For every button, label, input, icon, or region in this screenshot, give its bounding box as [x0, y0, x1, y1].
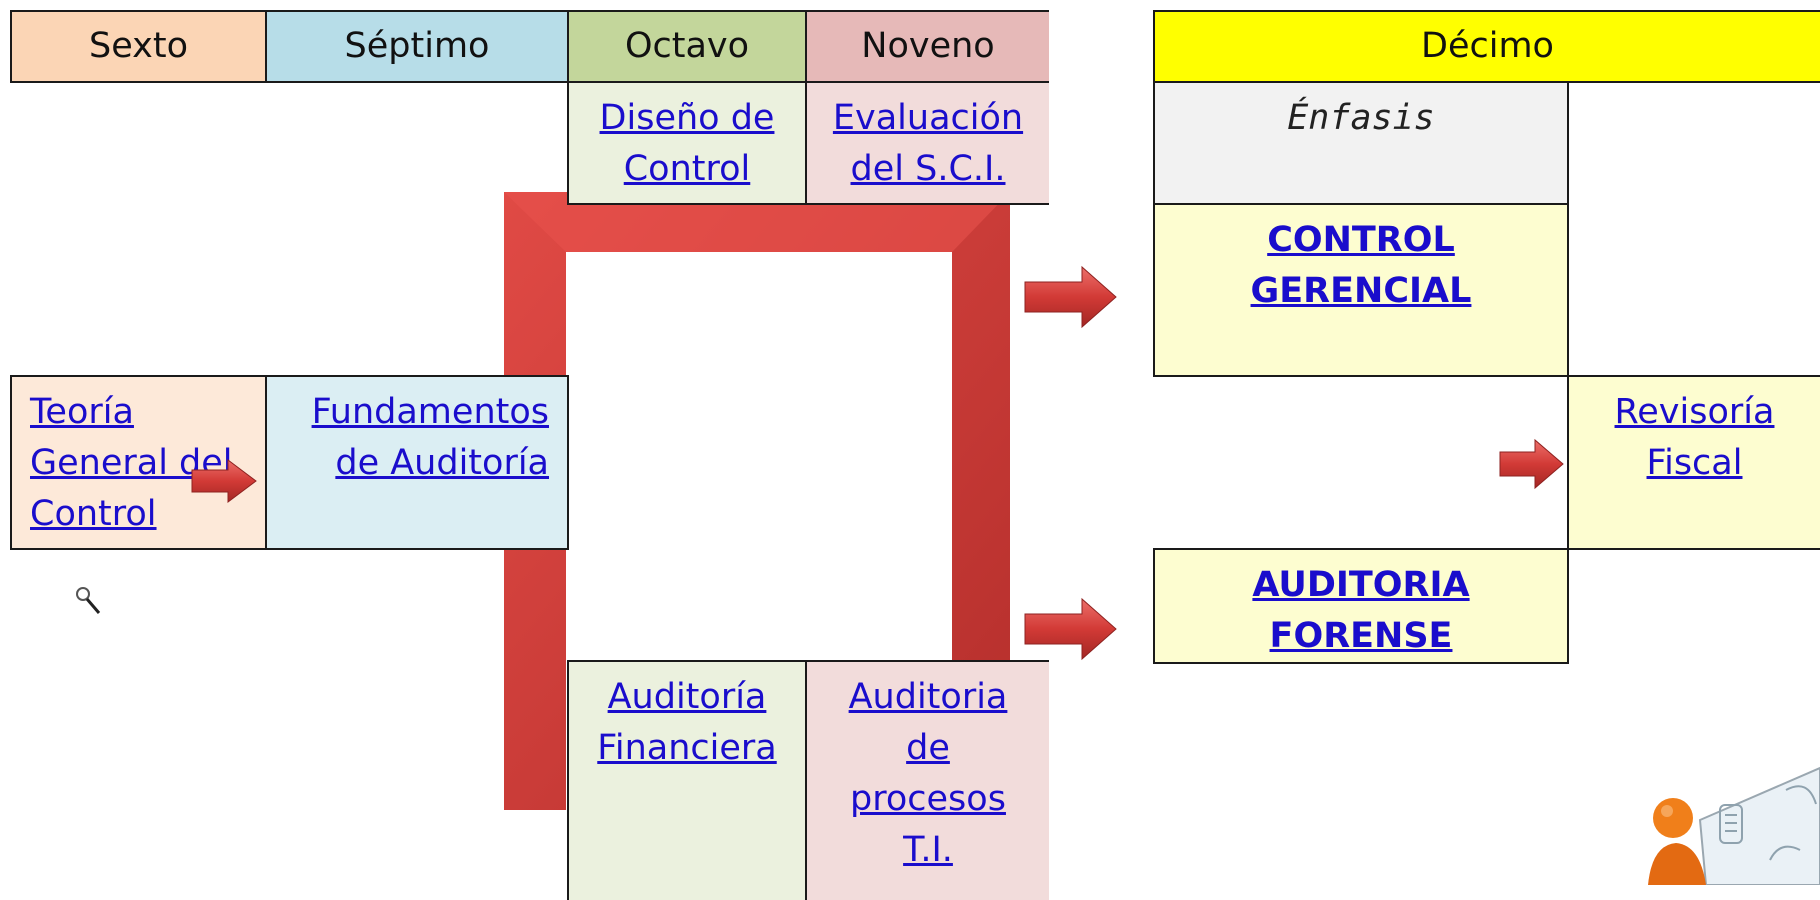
- emphasis-revisoria-fiscal-line1[interactable]: Revisoría: [1614, 392, 1775, 432]
- course-auditoria-financiera-line1[interactable]: Auditoría: [607, 677, 767, 717]
- header-sexto-label: Sexto: [89, 26, 188, 66]
- emphasis-revisoria-fiscal[interactable]: Revisoría Fiscal: [1567, 375, 1820, 550]
- emphasis-revisoria-fiscal-line2[interactable]: Fiscal: [1646, 443, 1743, 483]
- magnifier-icon: [76, 587, 101, 614]
- course-auditoria-procesos[interactable]: Auditoria de procesos T.I.: [805, 660, 1049, 900]
- course-evaluacion-sci[interactable]: Evaluación del S.C.I.: [805, 81, 1049, 205]
- header-noveno-label: Noveno: [861, 26, 995, 66]
- header-decimo: Décimo: [1153, 10, 1820, 83]
- course-teoria-general-line1[interactable]: Teoría: [30, 392, 134, 432]
- course-teoria-general[interactable]: Teoría General del Control: [10, 375, 267, 550]
- emphasis-auditoria-forense-line1[interactable]: AUDITORIA FORENSE: [1252, 565, 1470, 656]
- course-fundamentos[interactable]: Fundamentos de Auditoría: [265, 375, 569, 550]
- arrow-right-icon: [1499, 438, 1564, 490]
- arrow-right-icon: [1024, 265, 1117, 329]
- arrow-right-icon: [191, 459, 257, 503]
- course-auditoria-procesos-line4[interactable]: T.I.: [903, 830, 953, 870]
- header-sexto: Sexto: [10, 10, 267, 83]
- course-auditoria-procesos-line3[interactable]: procesos: [850, 779, 1006, 819]
- enfasis-label: Énfasis: [1287, 98, 1435, 138]
- emphasis-auditoria-forense[interactable]: AUDITORIA FORENSE: [1153, 548, 1569, 664]
- arrow-right-icon: [1024, 597, 1117, 661]
- course-diseno-control-line2[interactable]: Control: [623, 149, 751, 189]
- header-septimo-label: Séptimo: [344, 26, 490, 66]
- header-noveno: Noveno: [805, 10, 1049, 83]
- course-teoria-general-line3[interactable]: Control: [30, 494, 157, 534]
- course-auditoria-procesos-line2[interactable]: de: [906, 728, 950, 768]
- course-diseno-control-line1[interactable]: Diseño de: [599, 98, 775, 138]
- emphasis-control-gerencial-line1[interactable]: CONTROL: [1267, 220, 1455, 260]
- person-at-whiteboard-icon: [1648, 766, 1820, 885]
- course-evaluacion-sci-line1[interactable]: Evaluación: [832, 98, 1024, 138]
- course-fundamentos-line2[interactable]: de Auditoría: [335, 443, 549, 483]
- course-evaluacion-sci-line2[interactable]: del S.C.I.: [850, 149, 1006, 189]
- course-diseno-control[interactable]: Diseño de Control: [567, 81, 807, 205]
- course-auditoria-financiera-line2[interactable]: Financiera: [597, 728, 777, 768]
- emphasis-control-gerencial[interactable]: CONTROL GERENCIAL: [1153, 203, 1569, 377]
- header-octavo: Octavo: [567, 10, 807, 83]
- header-octavo-label: Octavo: [624, 26, 750, 66]
- header-decimo-label: Décimo: [1421, 26, 1554, 66]
- course-fundamentos-line1[interactable]: Fundamentos: [311, 392, 549, 432]
- emphasis-control-gerencial-line2[interactable]: GERENCIAL: [1250, 271, 1472, 311]
- course-auditoria-financiera[interactable]: Auditoría Financiera: [567, 660, 807, 900]
- course-auditoria-procesos-line1[interactable]: Auditoria: [848, 677, 1008, 717]
